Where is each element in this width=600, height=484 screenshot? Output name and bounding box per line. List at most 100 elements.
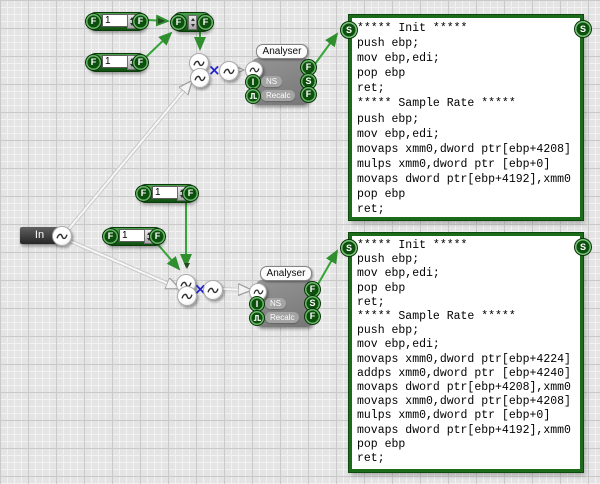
wire-junction-arrow xyxy=(184,263,190,269)
code-line: ret; xyxy=(357,452,385,466)
code-line: addps xmm0,dword ptr [ebp+4240] xyxy=(357,366,571,380)
asm-code-box-1[interactable]: S S ***** Init ***** push ebp;mov ebp,edi… xyxy=(341,15,591,220)
value-field[interactable]: 1 xyxy=(119,229,145,242)
float-connector[interactable]: F xyxy=(198,14,213,30)
code-line: push ebp; xyxy=(357,253,420,267)
code-line: mov ebp,edi; xyxy=(357,127,440,141)
recalc-input-label: Recalc xyxy=(265,312,300,323)
stream-wave-icon xyxy=(253,289,263,295)
analyser-body[interactable]: I NS Recalc F S F xyxy=(245,58,316,105)
code-line: movaps xmm0,dword ptr[ebp+4208] xyxy=(357,142,571,156)
ns-input-label: NS xyxy=(265,298,287,309)
float-connector[interactable]: F xyxy=(133,14,148,29)
stream-wave-icon xyxy=(181,293,193,299)
wire-mult2-analyser2[interactable] xyxy=(221,289,250,290)
float-input-2[interactable]: F 1 F xyxy=(86,53,148,72)
analyser-output-f2[interactable]: F xyxy=(305,309,320,324)
code-line: pop ebp xyxy=(357,437,406,451)
stream-code-connector[interactable]: S xyxy=(341,240,357,256)
code-line: pop ebp xyxy=(357,67,406,81)
asm-code-box-2[interactable]: S S ***** Init *****push ebp;mov ebp,edi… xyxy=(341,233,591,472)
code-line: movaps dword ptr[ebp+4208],xmm0 xyxy=(357,381,571,395)
code-line: ***** Init ***** xyxy=(357,22,468,35)
stream-wave-icon xyxy=(193,60,205,66)
code-line: pop ebp xyxy=(357,281,406,295)
code-line: mov ebp,edi; xyxy=(357,267,440,281)
code-line: mulps xmm0,dword ptr [ebp+0] xyxy=(357,409,551,423)
analyser-output-f2[interactable]: F xyxy=(301,87,316,102)
stream-wave-icon xyxy=(56,233,68,239)
wire-in-mult2[interactable] xyxy=(69,240,178,288)
float-input-4[interactable]: F 1 F xyxy=(103,227,165,246)
stream-wave-icon xyxy=(180,281,192,287)
analyser-trigger-input[interactable] xyxy=(246,89,260,103)
audio-in-node[interactable]: In xyxy=(20,227,59,244)
code-line: movaps xmm0,dword ptr[ebp+4224] xyxy=(357,352,571,366)
stream-code-connector[interactable]: S xyxy=(575,239,591,255)
mult2-input-b-connector[interactable] xyxy=(177,286,197,306)
code-line: ret; xyxy=(357,295,385,309)
wire-float4-mult2[interactable] xyxy=(154,240,181,271)
value-field[interactable]: 1 xyxy=(152,186,178,199)
analyser-int-input[interactable]: I xyxy=(250,297,264,311)
code-line: mov ebp,edi; xyxy=(357,338,440,352)
analyser-trigger-input[interactable] xyxy=(250,311,264,325)
code-line: ret; xyxy=(357,82,385,96)
in-node-label: In xyxy=(34,229,45,241)
mult1-output-connector[interactable] xyxy=(219,61,239,81)
analyser-int-input[interactable]: I xyxy=(246,75,260,89)
analyser-output-f1[interactable]: F xyxy=(305,282,320,297)
float-connector[interactable]: F xyxy=(86,55,101,70)
float-connector[interactable]: F xyxy=(183,186,198,201)
wire-in-mult1[interactable] xyxy=(67,82,191,231)
value-field[interactable]: 1 xyxy=(102,14,128,27)
stream-wave-icon xyxy=(223,68,235,74)
analyser-module-2[interactable]: Analyser I NS Recalc F S F xyxy=(249,266,320,328)
mult1-input-b-connector[interactable] xyxy=(190,68,210,88)
analyser-title-tab[interactable]: Analyser xyxy=(256,44,308,59)
stream-wave-icon xyxy=(207,287,219,293)
float-connector[interactable]: F xyxy=(86,14,101,29)
asm-code-text[interactable]: ***** Init *****push ebp;mov ebp,edi;pop… xyxy=(352,236,580,466)
code-line: push ebp; xyxy=(357,324,420,338)
stream-code-connector[interactable]: S xyxy=(575,21,591,37)
ns-input-label: NS xyxy=(261,76,283,87)
multiply-operator-1[interactable]: × xyxy=(208,61,221,79)
float-adder-node[interactable]: F F xyxy=(171,12,213,32)
float-connector[interactable]: F xyxy=(171,14,186,30)
in-stream-connector[interactable] xyxy=(52,226,72,246)
value-stepper[interactable] xyxy=(188,15,197,30)
code-line: pop ebp xyxy=(357,188,406,202)
code-line: ***** Sample Rate ***** xyxy=(357,310,516,324)
float-connector[interactable]: F xyxy=(150,229,165,244)
analyser-output-s[interactable]: S xyxy=(301,74,316,89)
pulse-icon xyxy=(249,93,257,99)
wire-float2-adder[interactable] xyxy=(144,31,173,59)
analyser-title-tab[interactable]: Analyser xyxy=(260,266,312,281)
float-connector[interactable]: F xyxy=(103,229,118,244)
code-line: movaps dword ptr[ebp+4192],xmm0 xyxy=(357,423,571,437)
stream-code-connector[interactable]: S xyxy=(341,22,357,38)
code-line: push ebp; xyxy=(357,112,420,126)
float-input-1[interactable]: F 1 F xyxy=(86,12,148,31)
mult2-output-connector[interactable] xyxy=(203,280,223,300)
recalc-input-label: Recalc xyxy=(261,90,296,101)
float-connector[interactable]: F xyxy=(133,55,148,70)
wire-float1-adder[interactable] xyxy=(145,14,170,27)
float-connector[interactable]: F xyxy=(136,186,151,201)
code-line: movaps xmm0,dword ptr[ebp+4208] xyxy=(357,395,571,409)
analyser-output-f1[interactable]: F xyxy=(301,60,316,75)
analyser-module-1[interactable]: Analyser I NS Recalc F S F xyxy=(245,44,316,106)
wire-analyser2-codebox2[interactable] xyxy=(316,249,338,287)
code-line: mulps xmm0,dword ptr [ebp+0] xyxy=(357,157,551,171)
pulse-icon xyxy=(253,315,261,321)
wire-junction-arrow xyxy=(158,18,165,24)
wire-analyser1-codebox1[interactable] xyxy=(314,32,339,65)
analyser-body[interactable]: I NS Recalc F S F xyxy=(249,280,320,327)
float-input-3[interactable]: F 1 F xyxy=(136,184,198,203)
value-field[interactable]: 1 xyxy=(102,55,128,68)
analyser-output-s[interactable]: S xyxy=(305,296,320,311)
stream-wave-icon xyxy=(194,75,206,81)
asm-code-text[interactable]: ***** Init ***** push ebp;mov ebp,edi; pop… xyxy=(352,18,580,217)
